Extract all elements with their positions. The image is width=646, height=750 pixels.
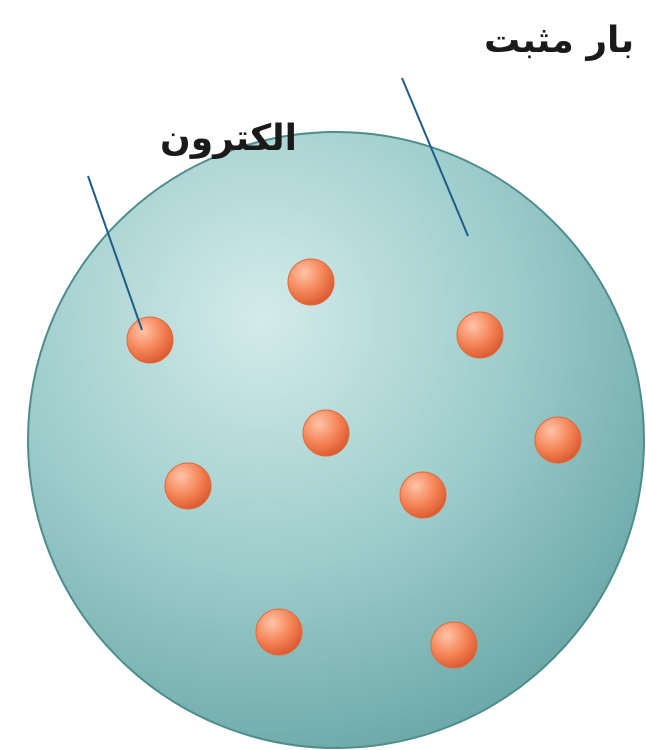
electron — [256, 609, 302, 655]
electron — [400, 472, 446, 518]
electron — [288, 259, 334, 305]
electron — [431, 622, 477, 668]
electron — [535, 417, 581, 463]
electron-label: الکترون — [160, 118, 297, 159]
electron — [303, 410, 349, 456]
electron — [457, 312, 503, 358]
electron — [127, 317, 173, 363]
positive-charge-label: بار مثبت — [484, 20, 634, 61]
electron — [165, 463, 211, 509]
